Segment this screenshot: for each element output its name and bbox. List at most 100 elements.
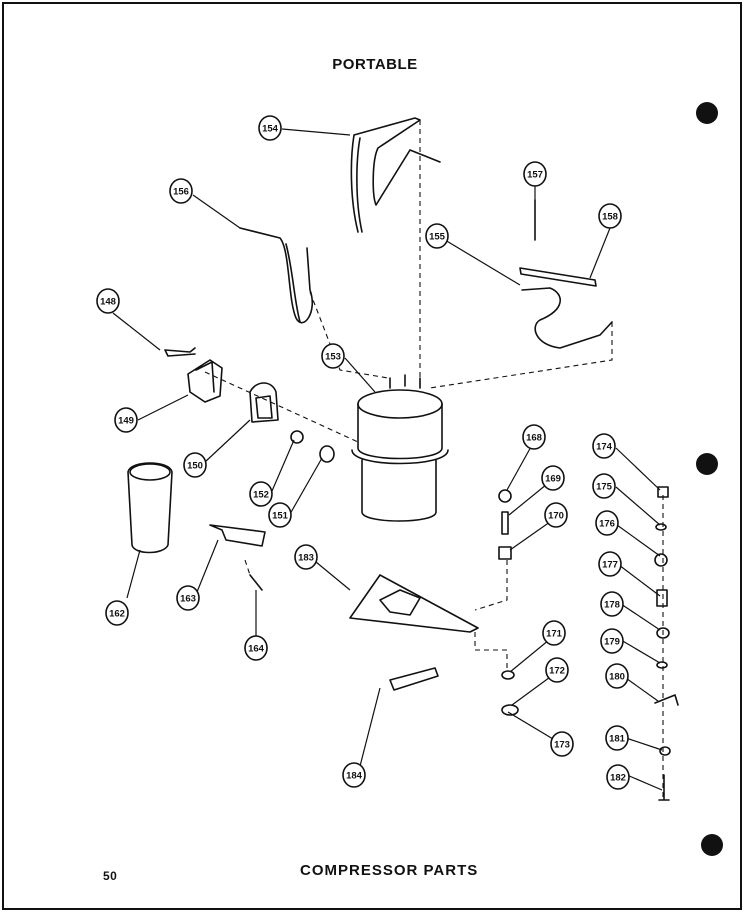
callout-bubble <box>605 725 629 751</box>
strip-184 <box>389 667 439 691</box>
part-176 <box>654 553 668 567</box>
compressor-top <box>357 389 443 419</box>
suction-tube <box>239 227 314 324</box>
callout-number: 182 <box>610 773 626 784</box>
callout-bubble <box>595 510 619 536</box>
capacitor-162 <box>127 462 173 554</box>
part-182 <box>658 774 670 801</box>
callout-number: 183 <box>298 553 314 564</box>
callout-158: 158 <box>598 203 622 229</box>
callout-175: 175 <box>592 473 616 499</box>
callout-bubble <box>321 343 345 369</box>
callout-number: 178 <box>604 600 620 611</box>
callout-bubble <box>592 473 616 499</box>
part-179 <box>656 661 668 669</box>
callout-153: 153 <box>321 343 345 369</box>
compressor-upper <box>357 403 443 460</box>
callout-number: 170 <box>548 511 564 522</box>
callout-number: 158 <box>602 212 618 223</box>
part-171 <box>501 670 515 680</box>
part-178 <box>656 627 670 639</box>
callout-bubble <box>249 481 273 507</box>
callout-173: 173 <box>550 731 574 757</box>
callout-bubble <box>169 178 193 204</box>
callout-bubble <box>592 433 616 459</box>
callout-bubble <box>522 424 546 450</box>
callout-177: 177 <box>598 551 622 577</box>
callout-bubble <box>258 115 282 141</box>
part-177 <box>656 589 668 607</box>
part-169 <box>501 511 509 535</box>
callout-number: 157 <box>527 170 543 181</box>
callout-157: 157 <box>523 161 547 187</box>
gasket-150 <box>249 382 279 423</box>
callout-number: 171 <box>546 629 563 640</box>
callout-bubble <box>600 628 624 654</box>
callout-184: 184 <box>342 762 366 788</box>
callout-number: 151 <box>272 511 289 522</box>
callout-168: 168 <box>522 424 546 450</box>
page-number: 50 <box>103 869 118 883</box>
callout-bubble <box>541 465 565 491</box>
callout-154: 154 <box>258 115 282 141</box>
callout-176: 176 <box>595 510 619 536</box>
callout-179: 179 <box>600 628 624 654</box>
callout-178: 178 <box>600 591 624 617</box>
part-175 <box>655 523 667 531</box>
callout-number: 172 <box>549 666 565 677</box>
compressor-shell <box>361 459 437 522</box>
binder-hole-middle <box>696 453 718 475</box>
tube-sleeve <box>519 267 597 287</box>
page-title: PORTABLE <box>332 56 418 73</box>
callout-183: 183 <box>294 544 318 570</box>
diagram-caption: COMPRESSOR PARTS <box>300 862 479 879</box>
callout-163: 163 <box>176 585 200 611</box>
callout-number: 149 <box>118 416 134 427</box>
callout-labels: 1541561571581551481491531501521511621631… <box>96 115 630 790</box>
callout-162: 162 <box>105 600 129 626</box>
discharge-tube <box>350 117 441 233</box>
callout-151: 151 <box>268 502 292 528</box>
callout-number: 180 <box>609 672 625 683</box>
callout-174: 174 <box>592 433 616 459</box>
callout-bubble <box>544 502 568 528</box>
callout-number: 169 <box>545 474 561 485</box>
callout-bubble <box>600 591 624 617</box>
callout-number: 148 <box>100 297 116 308</box>
callout-number: 155 <box>429 232 446 243</box>
callout-number: 177 <box>602 560 618 571</box>
callout-number: 162 <box>109 609 125 620</box>
callout-number: 181 <box>609 734 626 745</box>
binder-hole-top <box>696 102 718 124</box>
capacitor-bracket <box>209 524 266 547</box>
callout-number: 174 <box>596 442 613 453</box>
callout-149: 149 <box>114 407 138 433</box>
terminal-cover <box>187 359 223 403</box>
callout-182: 182 <box>606 764 630 790</box>
callout-number: 175 <box>596 482 613 493</box>
callout-bubble <box>605 663 629 689</box>
callout-bubble <box>183 452 207 478</box>
part-172 <box>501 704 519 716</box>
callout-number: 168 <box>526 433 542 444</box>
callout-bubble <box>342 762 366 788</box>
callout-bubble <box>598 203 622 229</box>
callout-170: 170 <box>544 502 568 528</box>
grommet-151 <box>319 445 335 463</box>
part-181 <box>659 746 671 756</box>
callout-number: 179 <box>604 637 620 648</box>
callout-number: 150 <box>187 461 203 472</box>
callout-bubble <box>523 161 547 187</box>
callout-148: 148 <box>96 288 120 314</box>
overload-152 <box>290 430 304 444</box>
callout-bubble <box>96 288 120 314</box>
process-tube <box>521 287 613 349</box>
callout-150: 150 <box>183 452 207 478</box>
callout-172: 172 <box>545 657 569 683</box>
callout-bubble <box>542 620 566 646</box>
base-plate <box>349 574 479 633</box>
part-170 <box>498 546 512 560</box>
callout-bubble <box>244 635 268 661</box>
